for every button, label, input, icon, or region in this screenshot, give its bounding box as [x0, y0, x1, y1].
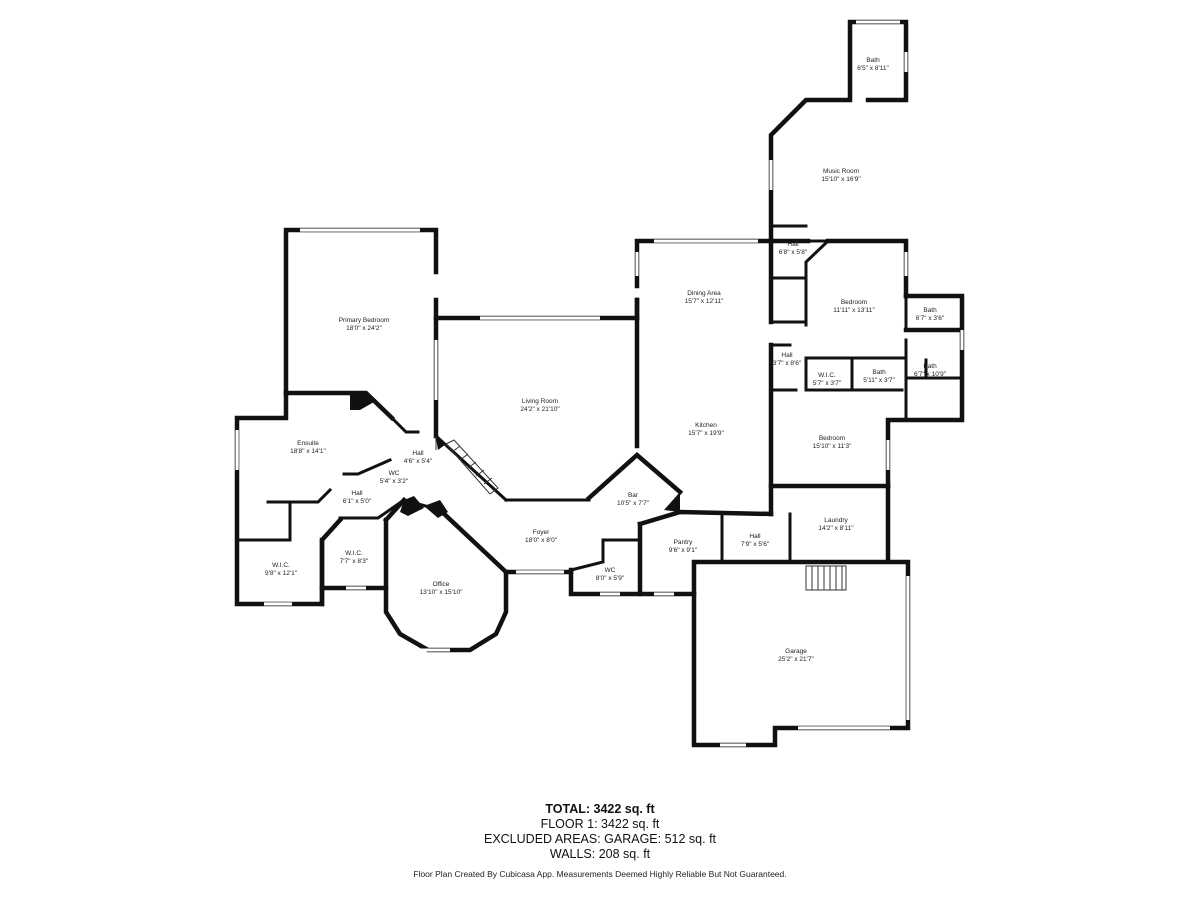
walls-area: WALLS: 208 sq. ft: [549, 847, 651, 861]
room-dim-wic-left: 9'8" x 12'1": [265, 570, 298, 577]
room-dim-hall-mid: 3'7" x 8'6": [773, 360, 802, 367]
room-name-ensuite: Ensuite: [297, 440, 319, 447]
room-name-pantry: Pantry: [674, 539, 694, 546]
room-name-bath-right-b: Bath: [923, 363, 937, 370]
room-name-office: Office: [433, 581, 450, 588]
room-dim-garage: 25'2" x 21'7": [778, 656, 814, 663]
floor-plan: Bath 6'5" x 8'11" Music Room 15'10" x 16…: [234, 19, 965, 748]
interior-walls: [569, 224, 964, 572]
room-name-bath-top: Bath: [866, 57, 880, 64]
room-name-hall-right: Hall: [749, 533, 761, 540]
room-dim-wic-small: 7'7" x 8'3": [340, 558, 369, 565]
room-name-wic-mid: W.I.C.: [818, 372, 836, 379]
room-dim-bar: 10'5" x 7'7": [617, 500, 650, 507]
room-dim-hall-right: 7'9" x 5'6": [741, 541, 770, 548]
room-dim-primary-bedroom: 18'0" x 24'2": [346, 325, 382, 332]
room-name-hall-ensuite: Hall: [412, 450, 424, 457]
room-name-bath-mid: Bath: [872, 369, 886, 376]
room-name-primary-bedroom: Primary Bedroom: [339, 317, 390, 324]
room-dim-bath-right-a: 6'7" x 3'6": [916, 315, 945, 322]
room-dim-wic-mid: 5'7" x 3'7": [813, 380, 842, 387]
room-dim-hall-ensuite: 4'6" x 5'4": [404, 458, 433, 465]
room-name-laundry: Laundry: [824, 517, 848, 524]
room-dim-bath-right-b: 6'7" x 10'9": [914, 371, 947, 378]
credit-note: Floor Plan Created By Cubicasa App. Meas…: [413, 869, 787, 879]
room-dim-laundry: 14'2" x 8'11": [818, 525, 854, 532]
room-name-dining-area: Dining Area: [687, 290, 721, 297]
excluded-area: EXCLUDED AREAS: GARAGE: 512 sq. ft: [483, 832, 717, 846]
room-dim-office: 13'10" x 15'10": [420, 589, 464, 596]
room-name-wc-left: WC: [389, 470, 400, 477]
windows: [235, 20, 964, 747]
room-dim-foyer: 18'0" x 8'0": [525, 537, 558, 544]
room-name-bedroom-upper: Bedroom: [841, 299, 867, 306]
room-dim-music-room: 15'10" x 16'9": [821, 176, 861, 183]
room-dim-bedroom-lower: 15'10" x 11'3": [813, 443, 852, 450]
room-dim-ensuite: 18'8" x 14'1": [290, 448, 326, 455]
room-name-kitchen: Kitchen: [695, 422, 717, 429]
room-dim-kitchen: 15'7" x 19'9": [688, 430, 724, 437]
room-dim-bath-mid: 5'11" x 3'7": [863, 377, 895, 384]
room-name-living-room: Living Room: [522, 398, 558, 405]
room-dim-dining-area: 15'7" x 12'11": [685, 298, 724, 305]
room-name-hall-upper: Hall: [787, 241, 799, 248]
room-dim-hall-left: 6'1" x 5'0": [343, 498, 372, 505]
room-dim-pantry: 9'6" x 9'1": [669, 547, 698, 554]
room-name-hall-mid: Hall: [781, 352, 793, 359]
room-dim-bath-top: 6'5" x 8'11": [857, 65, 889, 72]
room-name-bath-right-a: Bath: [923, 307, 937, 314]
room-name-wic-small: W.I.C.: [345, 550, 363, 557]
room-name-bedroom-lower: Bedroom: [819, 435, 845, 442]
room-name-bar: Bar: [628, 492, 639, 499]
stairs: [445, 439, 847, 591]
solid-blocks: [350, 393, 680, 518]
room-dim-living-room: 24'2" x 21'10": [520, 406, 560, 413]
room-dim-wc-right: 8'0" x 5'9": [596, 575, 625, 582]
room-dim-hall-upper: 6'8" x 5'8": [779, 249, 808, 256]
room-name-wic-left: W.I.C.: [272, 562, 290, 569]
exterior-walls: [234, 19, 965, 748]
room-name-foyer: Foyer: [533, 529, 550, 536]
floor1-area: FLOOR 1: 3422 sq. ft: [540, 817, 660, 831]
room-name-hall-left: Hall: [351, 490, 363, 497]
total-area: TOTAL: 3422 sq. ft: [545, 802, 655, 816]
room-dim-bedroom-upper: 11'11" x 13'11": [833, 307, 875, 314]
room-dim-wc-left: 5'4" x 3'2": [380, 478, 409, 485]
area-summary: TOTAL: 3422 sq. ft FLOOR 1: 3422 sq. ft …: [0, 802, 1200, 862]
room-name-music-room: Music Room: [823, 168, 859, 175]
room-name-wc-right: WC: [605, 567, 616, 574]
room-name-garage: Garage: [785, 648, 807, 655]
room-labels: Bath 6'5" x 8'11" Music Room 15'10" x 16…: [265, 57, 947, 663]
